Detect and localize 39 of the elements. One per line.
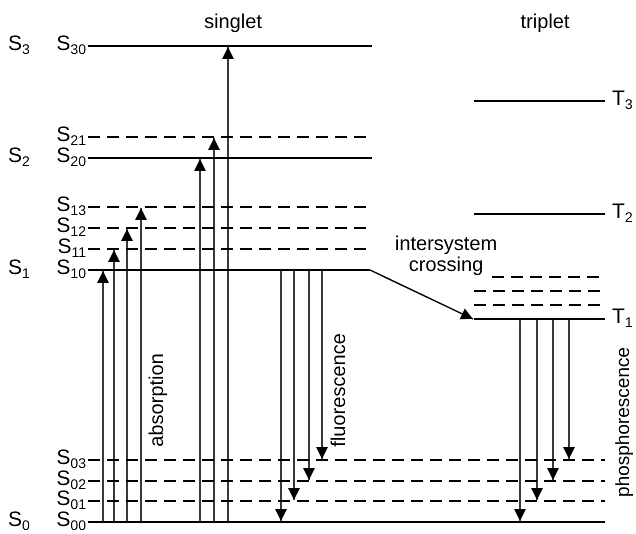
level-label: S$_{03}$ [56,446,86,470]
arrow [563,320,575,459]
level-label: S$_{02}$ [56,467,86,491]
arrow [135,208,147,521]
arrow [531,320,543,500]
arrow [121,229,133,521]
level-label: S$_{30}$ [56,32,86,56]
level-label: S$_{0}$ [8,508,30,532]
level-label: S$_{10}$ [56,256,86,280]
column-heading: triplet [520,11,570,33]
arrow [288,271,300,500]
arrow [547,320,559,480]
level-label: S$_{11}$ [57,235,86,259]
level-label: S$_{13}$ [56,193,86,217]
arrow [514,320,526,521]
transition-label: phosphorescence [613,347,635,497]
arrow [316,271,328,459]
level-label: T$_{3}$ [612,87,633,111]
transition-label: fluorescence [328,333,350,447]
arrow [208,138,220,521]
level-label: S$_{1}$ [8,256,30,280]
edge-label: intersystem crossing [394,234,498,276]
arrow [303,271,315,480]
arrow [108,250,120,521]
arrow [275,271,287,521]
level-label: S$_{12}$ [56,214,86,238]
arrow [222,47,234,521]
transition-label: absorption [146,353,168,447]
level-label: S$_{21}$ [56,123,86,147]
arrow [370,269,474,320]
arrow [194,159,206,521]
level-label: S$_{2}$ [8,144,30,168]
level-label: T$_{2}$ [612,200,633,224]
arrow [97,271,109,521]
level-label: T$_{1}$ [612,305,633,329]
column-heading: singlet [204,11,262,33]
level-label: S$_{00}$ [56,508,86,532]
level-label: S$_{20}$ [56,144,86,168]
level-label: S$_{3}$ [8,32,30,56]
